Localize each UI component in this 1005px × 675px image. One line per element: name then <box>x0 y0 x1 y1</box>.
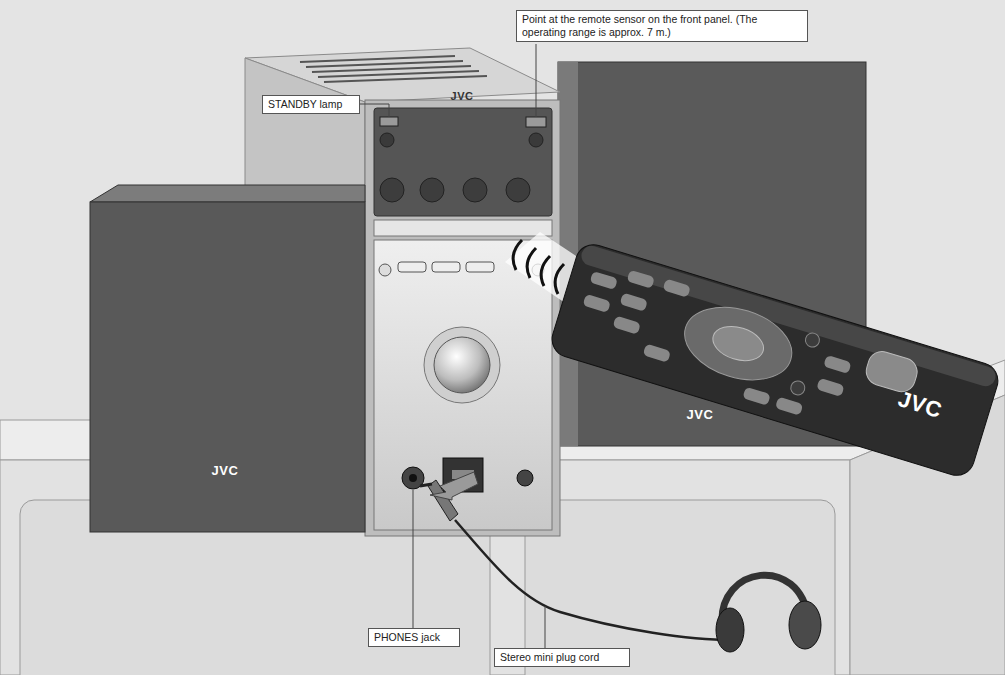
callout-box: STANDBY lamp <box>262 95 360 114</box>
wave <box>527 248 536 278</box>
leader-line <box>536 44 537 117</box>
remote-control <box>548 240 1003 480</box>
wave <box>555 264 564 294</box>
remote-button <box>620 293 648 312</box>
leader-line <box>413 490 414 628</box>
leader-lines <box>360 44 545 648</box>
unit-front <box>365 100 560 536</box>
ear-cup <box>789 601 821 649</box>
ear-cup <box>716 608 744 652</box>
button <box>420 178 444 202</box>
remote-button <box>816 378 844 397</box>
remote-body <box>548 240 1003 480</box>
brand-logo: JVC <box>212 463 239 478</box>
button <box>380 178 404 202</box>
leader-line <box>360 104 389 117</box>
volume-knob <box>434 337 490 393</box>
knob-ring <box>424 327 500 403</box>
remote-button <box>583 294 611 313</box>
standby-lamp <box>380 117 398 126</box>
brand-logo: JVC <box>687 407 714 422</box>
remote-button <box>663 279 691 298</box>
callout-text: PHONES jack <box>374 631 454 644</box>
callout-box: Stereo mini plug cord <box>494 648 630 667</box>
button <box>466 262 494 272</box>
remote-edge <box>579 243 998 388</box>
cursor-pad <box>676 295 801 392</box>
button <box>398 262 426 272</box>
callout-text: Point at the remote sensor on the front … <box>522 13 802 39</box>
callout-text: STANDBY lamp <box>268 98 354 111</box>
cd-slot <box>374 220 552 236</box>
center-button <box>709 321 768 367</box>
button <box>463 178 487 202</box>
callout-box: PHONES jack <box>368 628 460 647</box>
remote-button <box>775 397 803 416</box>
vent-slot <box>324 76 487 82</box>
audio-in-jack <box>517 470 533 486</box>
remote-button <box>643 344 671 363</box>
button <box>529 133 543 147</box>
brand-logo: JVC <box>451 90 474 102</box>
remote-sensor <box>526 117 546 127</box>
remote-button <box>789 379 806 396</box>
remote-button <box>804 331 821 348</box>
wave <box>541 256 550 286</box>
speaker-top <box>90 185 365 202</box>
callout-box: Point at the remote sensor on the front … <box>516 10 808 42</box>
vent-grille <box>300 56 487 82</box>
jack-hole <box>409 474 417 482</box>
remote-button <box>613 316 641 335</box>
insert-arrow <box>430 472 478 500</box>
vent-slot <box>306 61 463 67</box>
left-speaker <box>90 202 365 532</box>
vent-slot <box>318 71 479 77</box>
leader-line <box>545 606 546 648</box>
vent-slot <box>300 56 455 62</box>
vent-slot <box>312 66 471 72</box>
button <box>380 133 394 147</box>
remote-button <box>742 387 770 406</box>
remote-button <box>823 355 851 374</box>
wave <box>513 240 522 270</box>
plug-cord <box>455 520 732 640</box>
remote-button <box>590 271 618 290</box>
callout-text: Stereo mini plug cord <box>500 651 624 664</box>
plug-tip <box>420 484 432 486</box>
button <box>432 262 460 272</box>
button <box>506 178 530 202</box>
remote-button <box>627 270 655 289</box>
button <box>379 264 391 276</box>
control-panel <box>374 240 552 530</box>
display-panel <box>374 108 552 216</box>
